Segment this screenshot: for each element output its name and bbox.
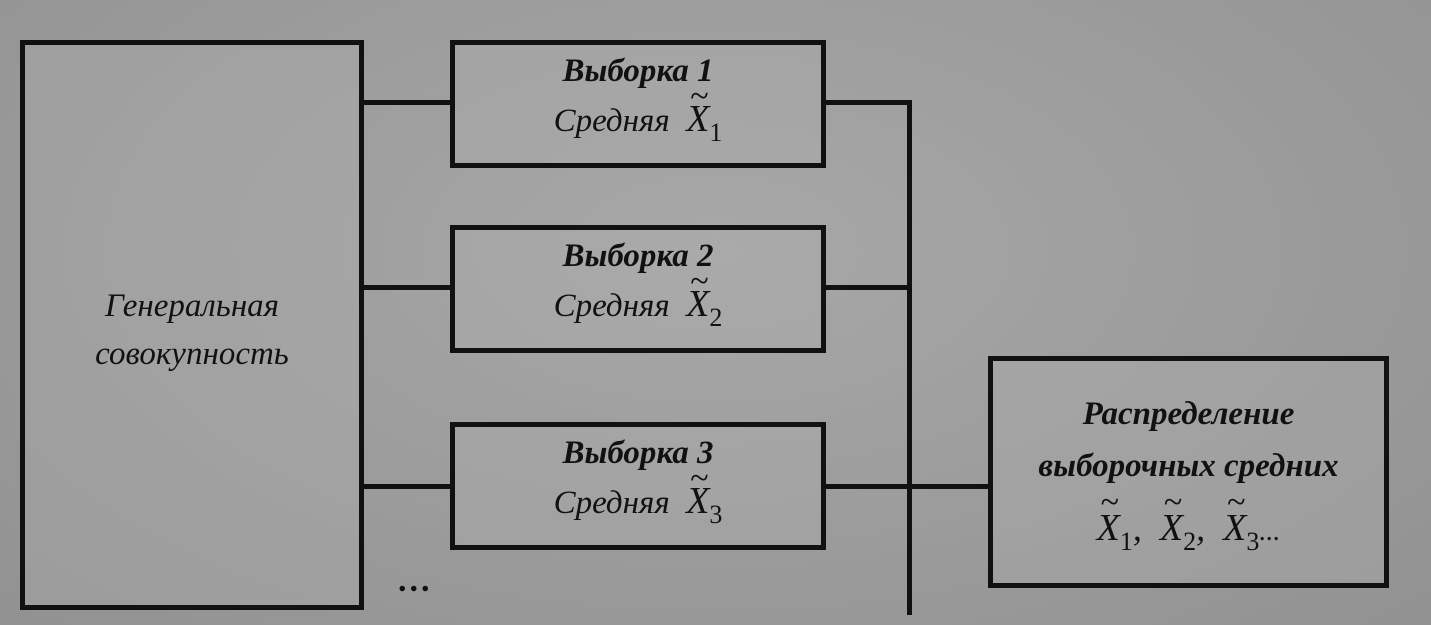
mean-subscript: 3 <box>709 500 723 529</box>
mean-symbol: ~X <box>686 460 710 522</box>
mean-subscript: 2 <box>709 303 723 332</box>
mean-subscript: 1 <box>709 118 723 147</box>
sample-mean: Средняя ~X3 <box>553 460 723 539</box>
continuation-ellipsis: ... <box>398 562 433 599</box>
sample-mean: Средняя ~X1 <box>553 78 723 157</box>
sample-box-1: Выборка 1 Средняя ~X1 <box>450 40 826 168</box>
sample-box-3: Выборка 3 Средняя ~X3 <box>450 422 826 550</box>
sample-title: Выборка 2 <box>562 238 714 274</box>
connector-line <box>364 285 450 290</box>
sample-box-2: Выборка 2 Средняя ~X2 <box>450 225 826 353</box>
connector-line <box>826 100 912 105</box>
distribution-title-line1: Распределение <box>1082 395 1295 432</box>
distribution-means: ~X1, ~X2, ~X3... <box>1096 483 1281 556</box>
population-box: Генеральная совокупность <box>20 40 364 610</box>
distribution-title-line2: выборочных средних <box>1038 447 1339 484</box>
connector-line <box>907 100 912 615</box>
mean-symbol: ~X <box>1159 483 1184 549</box>
sample-title: Выборка 3 <box>562 435 714 471</box>
connector-line <box>826 285 912 290</box>
population-label-line1: Генеральная <box>104 288 280 324</box>
sample-title: Выборка 1 <box>562 53 714 89</box>
mean-symbol: ~X <box>686 78 710 140</box>
mean-symbol: ~X <box>1096 483 1120 549</box>
connector-line <box>364 100 450 105</box>
mean-symbol: ~X <box>1223 483 1247 549</box>
sample-mean-label: Средняя <box>553 103 670 139</box>
distribution-box: Распределение выборочных средних ~X1, ~X… <box>988 356 1389 588</box>
sample-mean: Средняя ~X2 <box>553 263 723 342</box>
mean-symbol: ~X <box>686 263 710 325</box>
connector-line <box>364 484 450 489</box>
sample-mean-label: Средняя <box>553 485 670 521</box>
means-ellipsis: ... <box>1259 515 1281 547</box>
population-label-line2: совокупность <box>95 336 289 372</box>
sample-mean-label: Средняя <box>553 288 670 324</box>
